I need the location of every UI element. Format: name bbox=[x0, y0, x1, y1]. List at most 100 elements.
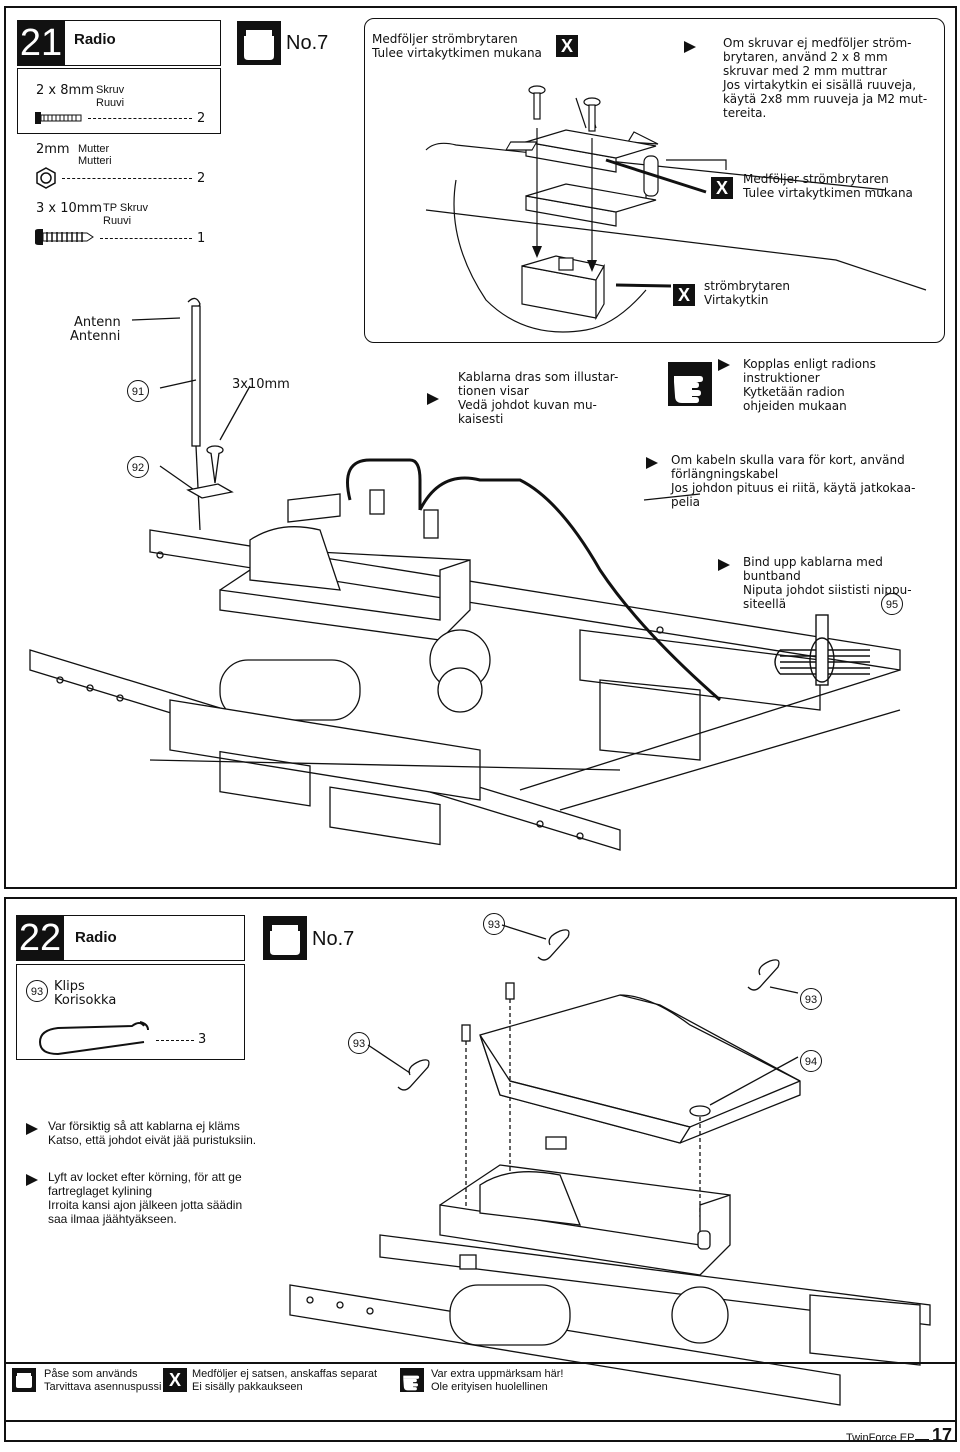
extension-note-3: Jos johdon pituus ei riitä, käytä jatkok… bbox=[671, 481, 916, 495]
cable-tie-note-2: buntband bbox=[743, 569, 801, 583]
pinch-note-2: Katso, että johdot eivät jää puristuksii… bbox=[48, 1133, 257, 1147]
part-1-size: 2 x 8mm bbox=[36, 83, 94, 98]
arrow-icon bbox=[646, 454, 658, 473]
legend-bag-1: Påse som används bbox=[44, 1368, 138, 1380]
part-1-qty: 2 bbox=[197, 111, 206, 126]
step-22-title-box bbox=[64, 915, 245, 961]
cable-tie-note-3: Niputa johdot siististi nippu- bbox=[743, 583, 912, 597]
legend-x: Medföljer ej satsen, anskaffas separat E… bbox=[192, 1368, 377, 1394]
arrow-icon bbox=[718, 556, 730, 575]
switch-included-label-2: Tulee virtakytkimen mukana bbox=[372, 46, 542, 60]
cables-note-2: tionen visar bbox=[458, 384, 529, 398]
bag-icon bbox=[12, 1368, 36, 1392]
part-3-leader bbox=[100, 238, 192, 239]
connect-note-4: ohjeiden mukaan bbox=[743, 399, 847, 413]
screws-note-line-1: Om skruvar ej medföljer ström- bbox=[723, 36, 912, 50]
cables-note-1: Kablarna dras som illustar- bbox=[458, 370, 619, 384]
part-3-size: 3 x 10mm bbox=[36, 201, 103, 216]
x-icon: X bbox=[711, 177, 733, 199]
cooling-note-2: fartreglaget kylining bbox=[48, 1184, 153, 1198]
step-22-frame bbox=[4, 897, 957, 1442]
arrow-icon bbox=[684, 38, 696, 57]
part-1-name1: Skruv bbox=[96, 84, 125, 96]
pinch-note: Var försiktig så att kablarna ej kläms K… bbox=[48, 1119, 256, 1147]
arrow-icon bbox=[26, 1171, 38, 1190]
hand-icon bbox=[400, 1368, 424, 1392]
parts-list-21 bbox=[17, 68, 221, 134]
x-icon: X bbox=[163, 1368, 187, 1392]
step-22-number: 22 bbox=[16, 915, 64, 961]
ref-93-badge-right: 93 bbox=[800, 988, 822, 1010]
part-22-qty: 3 bbox=[198, 1032, 207, 1047]
screws-note-line-4: Jos virtakytkin ei sisällä ruuveja, bbox=[723, 78, 917, 92]
part-3-qty: 1 bbox=[197, 231, 206, 246]
antenna-label-2: Antenni bbox=[70, 329, 121, 344]
switch-label-1: strömbrytaren bbox=[704, 279, 791, 293]
nut-icon bbox=[36, 167, 56, 189]
part-2-name1: Mutter bbox=[78, 143, 110, 155]
switch-included-b-1: Medföljer strömbrytaren bbox=[743, 172, 889, 186]
switch-included-b-2: Tulee virtakytkimen mukana bbox=[743, 186, 913, 200]
ref-95-badge: 95 bbox=[881, 593, 903, 615]
part-2-name2: Mutteri bbox=[78, 155, 112, 167]
arrow-icon bbox=[427, 390, 439, 409]
step-21-title-box bbox=[65, 20, 221, 66]
switch-included-label-1: Medföljer strömbrytaren bbox=[372, 32, 518, 46]
part-3-name1: TP Skruv bbox=[103, 202, 149, 214]
part-2-leader bbox=[62, 178, 192, 179]
bag-icon bbox=[237, 21, 281, 65]
clip-icon bbox=[38, 1021, 149, 1056]
screw-2x8-icon bbox=[35, 112, 82, 124]
extension-note-2: förlängningskabel bbox=[671, 467, 779, 481]
connect-note-3: Kytketään radion bbox=[743, 385, 845, 399]
antenna-label-1: Antenn bbox=[74, 315, 121, 330]
extension-note-4: pelia bbox=[671, 495, 701, 509]
cooling-note-4: saa ilmaa jäähtyäkseen. bbox=[48, 1212, 177, 1226]
part-22-name1: Klips bbox=[54, 979, 85, 994]
screws-note-line-6: tereita. bbox=[723, 106, 767, 120]
cables-note-4: kaisesti bbox=[458, 412, 504, 426]
step-22-title: Radio bbox=[75, 929, 117, 946]
screws-note-line-5: käytä 2x8 mm ruuveja ja M2 mut- bbox=[723, 92, 928, 106]
ref-93-badge-left: 93 bbox=[348, 1032, 370, 1054]
x-icon: X bbox=[556, 35, 578, 57]
ref-94-badge: 94 bbox=[800, 1050, 822, 1072]
cover-drawing-22 bbox=[289, 924, 931, 1406]
step-21-frame bbox=[4, 6, 957, 889]
screws-note-line-2: brytaren, använd 2 x 8 mm bbox=[723, 50, 888, 64]
x-icon: X bbox=[673, 284, 695, 306]
legend-hand-1: Var extra uppmärksam här! bbox=[431, 1368, 564, 1380]
legend-x-1: Medföljer ej satsen, anskaffas separat bbox=[192, 1368, 378, 1380]
footer-rule bbox=[915, 1439, 929, 1440]
part-1-leader bbox=[88, 118, 192, 119]
parts-list-22 bbox=[16, 964, 245, 1060]
ref-93-badge: 93 bbox=[26, 980, 48, 1002]
part-1-name2: Ruuvi bbox=[96, 97, 125, 109]
cable-tie-note-4: siteellä bbox=[743, 597, 787, 611]
extension-note: Om kabeln skulla vara för kort, använd f… bbox=[671, 453, 915, 509]
page-number: 17 bbox=[932, 1425, 953, 1445]
part-2-qty: 2 bbox=[197, 171, 206, 186]
footer-product: TwinForce EP bbox=[846, 1432, 915, 1444]
part-2-size: 2mm bbox=[36, 142, 70, 157]
cables-note: Kablarna dras som illustar- tionen visar… bbox=[458, 370, 618, 426]
legend-left-rule bbox=[4, 1362, 6, 1422]
cooling-note-3: Irroita kansi ajon jälkeen jotta säädin bbox=[48, 1198, 243, 1212]
screws-note: Om skruvar ej medföljer ström- brytaren,… bbox=[723, 36, 927, 120]
connect-note-1: Kopplas enligt radions bbox=[743, 357, 876, 371]
arrow-icon bbox=[718, 356, 730, 375]
connect-note-2: instruktioner bbox=[743, 371, 820, 385]
legend-bottom-rule bbox=[4, 1420, 957, 1422]
arrow-icon bbox=[26, 1120, 38, 1139]
cable-tie-note-1: Bind upp kablarna med bbox=[743, 555, 883, 569]
step-21-number: 21 bbox=[17, 20, 65, 66]
cable-tie-note: Bind upp kablarna med buntband Niputa jo… bbox=[743, 555, 912, 611]
chassis-drawing-21 bbox=[29, 297, 901, 851]
part-22-leader bbox=[156, 1040, 194, 1041]
switch-label-2: Virtakytkin bbox=[704, 293, 769, 307]
screws-note-line-3: skruvar med 2 mm muttrar bbox=[723, 64, 888, 78]
legend-x-2: Ei sisälly pakkaukseen bbox=[192, 1381, 303, 1393]
cooling-note: Lyft av locket efter körning, för att ge… bbox=[48, 1170, 242, 1226]
ref-93-badge-top: 93 bbox=[483, 913, 505, 935]
part-22-name2: Korisokka bbox=[54, 993, 117, 1008]
